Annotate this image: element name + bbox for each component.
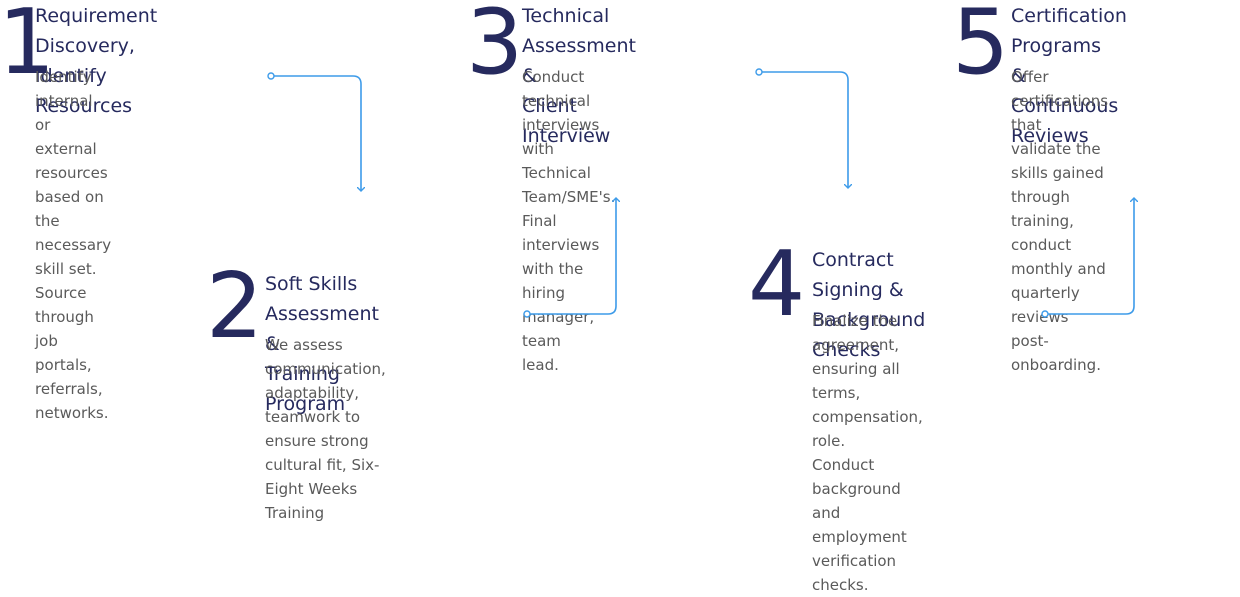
- step-5-title: Certification Programs & Continuous Revi…: [1011, 5, 1127, 147]
- step-2-number: 2: [206, 254, 264, 359]
- step-4-title: Contract Signing & Background Checks: [812, 249, 926, 361]
- connector-4-to-5: [1041, 198, 1134, 318]
- connector-1-start-dot: [267, 72, 275, 80]
- connector-2-line: [530, 198, 616, 315]
- connector-3-start-dot: [755, 68, 763, 76]
- step-1-number: 1: [0, 0, 56, 95]
- connector-2-to-3: [523, 198, 616, 318]
- step-3-description: Conduct technical interviews with Techni…: [522, 68, 616, 374]
- connector-4-start-dot: [1041, 310, 1049, 318]
- step-3-title: Technical Assessment & Client Interview: [522, 5, 636, 147]
- step-5-number: 5: [952, 0, 1010, 95]
- step-1-description: Identify internal or external resources …: [35, 68, 112, 422]
- connector-3-to-4: [755, 68, 848, 188]
- connector-2-start-dot: [523, 310, 531, 318]
- connector-1-line: [274, 75, 361, 191]
- connector-1-to-2: [267, 72, 361, 191]
- step-2-title: Soft Skills Assessment & Training Progra…: [265, 273, 379, 415]
- step-3-number: 3: [466, 0, 524, 95]
- step-5-description: Offer certifications that validate the s…: [1011, 68, 1109, 374]
- step-4-number: 4: [748, 232, 806, 337]
- connector-arrows: [267, 68, 1240, 318]
- connector-3-line: [762, 71, 848, 188]
- connector-4-line: [1048, 198, 1134, 315]
- step-1-title: Requirement Discovery, Identify Resource…: [35, 5, 158, 117]
